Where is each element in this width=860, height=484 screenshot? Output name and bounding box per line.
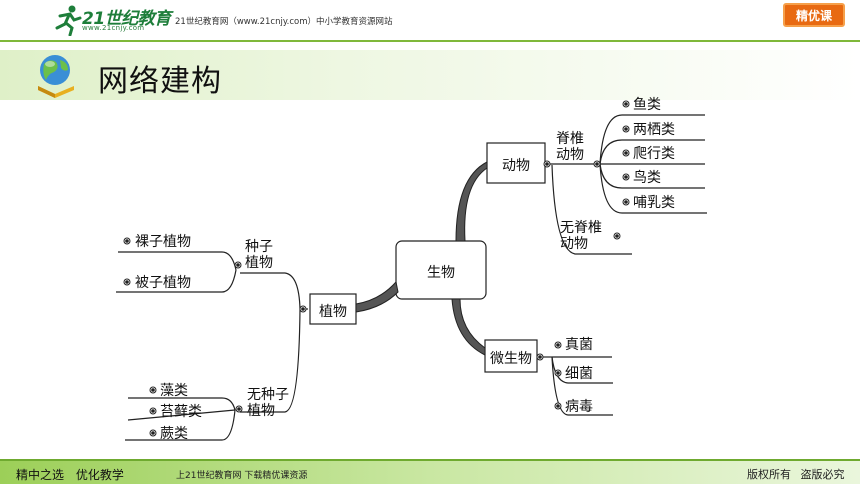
node-animal: 动物 [502,158,530,174]
node-vertebrate-line1: 脊椎 [556,131,584,147]
footer-copyright: 版权所有 盗版必究 [747,468,845,481]
site-logo[interactable]: 21世纪教育 www.21cnjy.com [52,4,172,36]
leaf-algae: 藻类 [160,383,188,399]
footer-slogan: 精中之选 优化教学 [16,468,124,482]
node-plant: 植物 [319,304,347,320]
logo-url: www.21cnjy.com [82,24,145,32]
footer-bar: 精中之选 优化教学 上21世纪教育网 下载精优课资源 版权所有 盗版必究 [0,459,860,484]
leaf-moss: 苔藓类 [160,404,202,420]
node-seed-line2: 植物 [245,255,273,271]
leaf-fish: 鱼类 [633,97,661,113]
leaf-fern: 蕨类 [160,426,188,442]
bullet-markers [123,100,630,437]
footer-download-link[interactable]: 上21世纪教育网 下载精优课资源 [176,471,308,481]
node-seedless-line1: 无种子 [247,387,289,403]
node-vertebrate-line2: 动物 [556,147,584,163]
node-invertebrate-line1: 无脊椎 [560,220,602,236]
logo-text: 21世纪教育 [82,9,171,29]
premium-badge[interactable]: 精优课 [783,3,845,27]
page-title: 网络建构 [98,64,222,99]
badge-label: 精优课 [795,9,832,23]
runner-logo-icon [55,5,82,36]
title-band [0,50,860,100]
globe-book-icon [38,55,74,98]
leaf-angiosperm: 被子植物 [135,275,191,291]
leaf-bird: 鸟类 [633,170,661,186]
node-seed-line1: 种子 [245,239,273,255]
site-info: 21世纪教育网（www.21cnjy.com）中小学教育资源网站 [175,17,393,27]
leaf-virus: 病毒 [565,399,593,415]
header-bar [0,0,860,40]
leaf-gymnosperm: 裸子植物 [135,234,191,250]
leaf-fungi: 真菌 [565,337,593,353]
node-invertebrate-line2: 动物 [560,236,588,252]
leaf-mammal: 哺乳类 [633,195,675,211]
node-root: 生物 [427,265,455,281]
header-rule [0,40,860,42]
node-seedless-line2: 植物 [247,403,275,419]
leaf-bacteria: 细菌 [565,366,593,382]
leaf-reptile: 爬行类 [633,146,675,162]
node-microbe: 微生物 [490,351,532,367]
leaf-amphibian: 两栖类 [633,122,675,138]
